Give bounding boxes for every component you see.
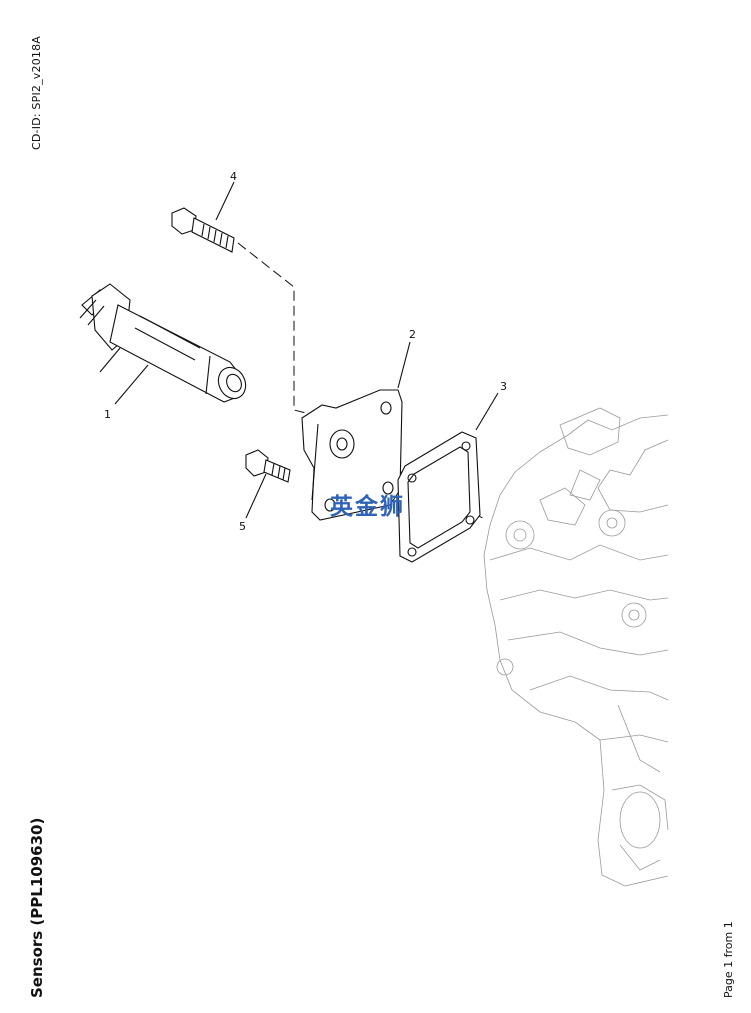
watermark-text: 英金狮 bbox=[330, 493, 405, 520]
part-5-bolt bbox=[245, 449, 291, 483]
callout-3: 3 bbox=[500, 380, 507, 393]
part-4-bolt bbox=[171, 207, 235, 253]
engine-block-outline bbox=[483, 407, 669, 887]
callout-1: 1 bbox=[104, 408, 111, 421]
assembly-lines bbox=[237, 242, 487, 521]
leader-lines bbox=[114, 181, 499, 519]
callout-5: 5 bbox=[239, 520, 246, 533]
callout-4: 4 bbox=[230, 170, 237, 183]
callout-2: 2 bbox=[409, 328, 416, 341]
part-1-sensor bbox=[79, 283, 247, 403]
part-3-gasket bbox=[397, 431, 481, 563]
